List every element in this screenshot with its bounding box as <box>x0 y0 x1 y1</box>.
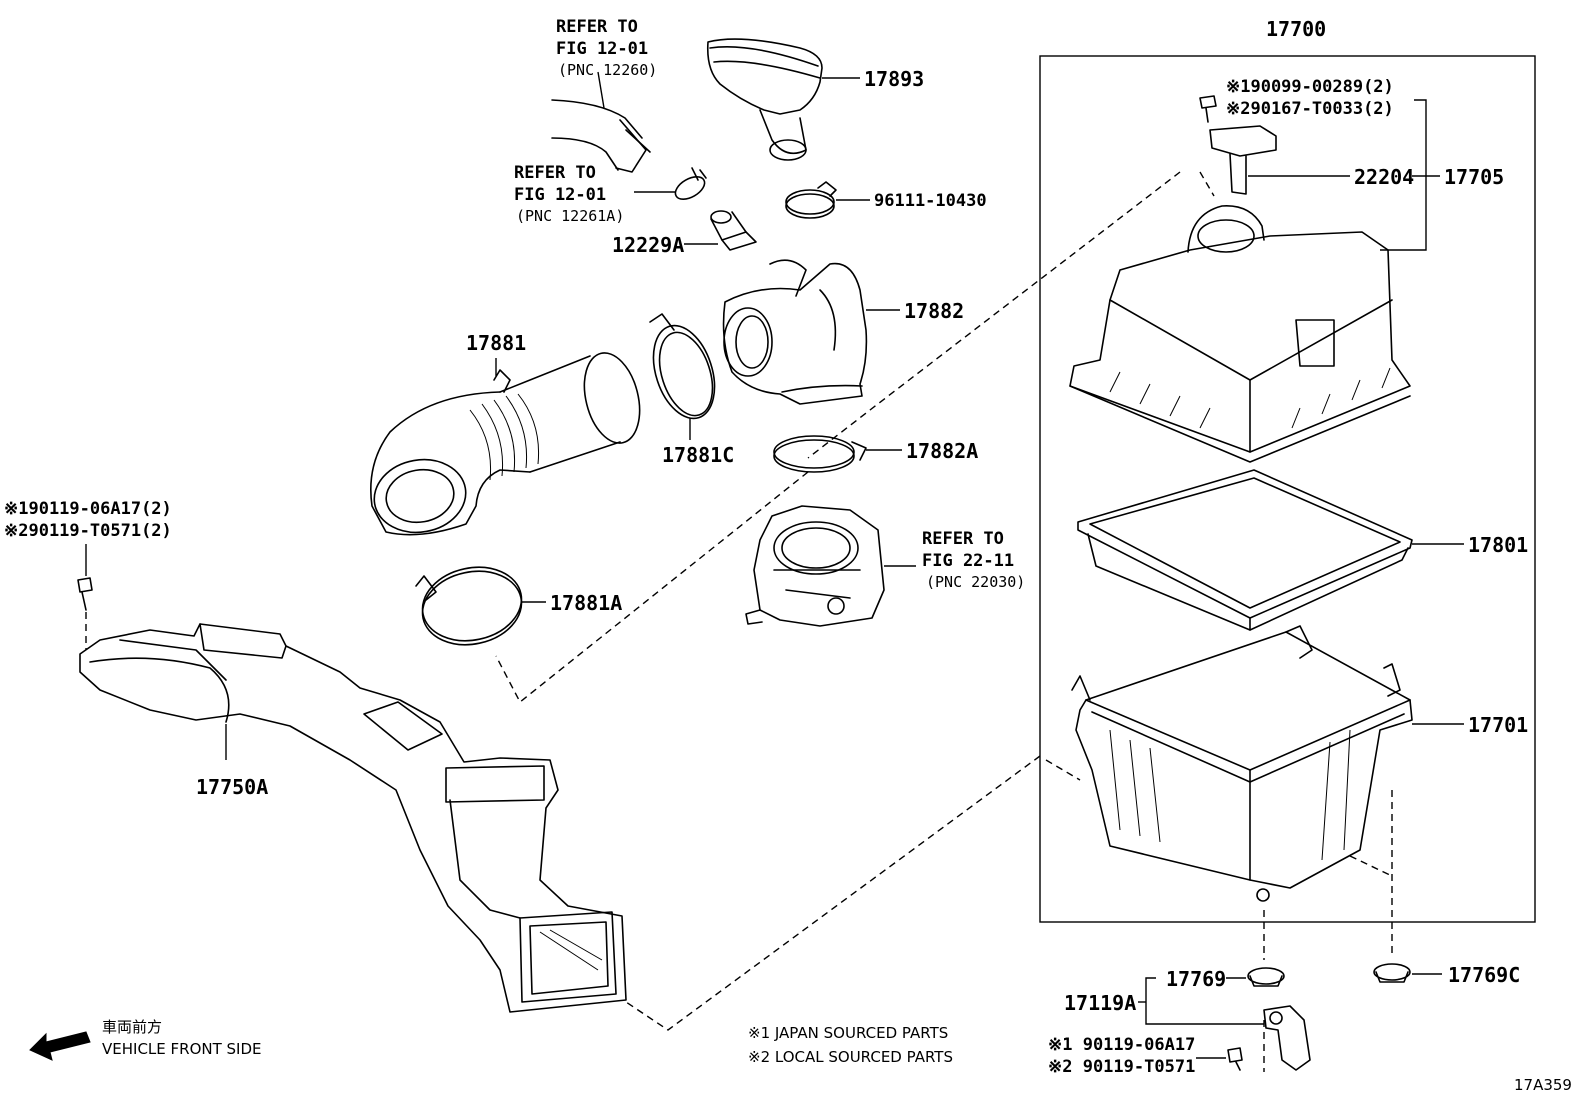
label-17705: 17705 <box>1444 165 1504 189</box>
label-12229A: 12229A <box>612 233 684 257</box>
ref2-line1: REFER TO <box>514 163 596 183</box>
dash-line-2 <box>807 171 1181 459</box>
label-17882A: 17882A <box>906 439 978 463</box>
label-17881C: 17881C <box>662 443 734 467</box>
part-17881C-clamp <box>649 313 716 420</box>
part-12229A-connector <box>710 210 757 251</box>
part-17705-upper-cover <box>1069 205 1411 463</box>
label-17750A: 17750A <box>196 775 268 799</box>
dash-line-8 <box>1349 855 1393 877</box>
part-17881A-clamp <box>415 566 523 646</box>
fastener-top-1: ※190099-00289(2) <box>1226 77 1394 97</box>
direction-en: VEHICLE FRONT SIDE <box>102 1040 262 1058</box>
label-17882: 17882 <box>904 299 964 323</box>
part-96111-clamp <box>785 181 837 219</box>
part-17701-lower-case <box>1071 625 1413 902</box>
label-17881: 17881 <box>466 331 526 355</box>
ref2-line3: (PNC 12261A) <box>516 207 624 225</box>
diagram-code: 17A359 <box>1514 1076 1572 1094</box>
part-17119A-bracket <box>1263 1005 1311 1071</box>
fastener-left-2: ※290119-T0571(2) <box>4 521 172 541</box>
label-17769C: 17769C <box>1448 963 1520 987</box>
bolt-left <box>77 577 93 611</box>
part-17881-intake-hose <box>370 352 641 536</box>
ref3-line1: REFER TO <box>922 529 1004 549</box>
part-17801-filter-element <box>1077 469 1413 631</box>
label-17701: 17701 <box>1468 713 1528 737</box>
label-17881A: 17881A <box>550 591 622 615</box>
ref1-line1: REFER TO <box>556 17 638 37</box>
fastener-bottom-2: ※2 90119-T0571 <box>1048 1057 1195 1077</box>
bolt-bottom <box>1227 1047 1243 1071</box>
assembly-box-17700 <box>1039 55 1536 923</box>
screw-top <box>1199 95 1217 123</box>
ref3-line2: FIG 22-11 <box>922 551 1014 571</box>
part-17882A-clamp <box>773 435 867 473</box>
dash-line-4 <box>625 755 1041 1031</box>
ref1-line2: FIG 12-01 <box>556 39 648 59</box>
label-17801: 17801 <box>1468 533 1528 557</box>
throttle-body <box>745 505 885 627</box>
label-17769: 17769 <box>1166 967 1226 991</box>
label-17119A: 17119A <box>1064 991 1136 1015</box>
label-22204: 22204 <box>1354 165 1414 189</box>
part-22204-airflow-sensor <box>1209 125 1277 195</box>
part-17882-inlet-connector <box>722 259 868 405</box>
legend-local: ※2 LOCAL SOURCED PARTS <box>748 1048 953 1066</box>
hose-clip <box>674 167 707 200</box>
dash-line-3 <box>495 471 809 704</box>
ref2-line2: FIG 12-01 <box>514 185 606 205</box>
ref1-line3: (PNC 12260) <box>558 61 657 79</box>
dash-line-5 <box>1045 759 1081 781</box>
fastener-top-2: ※290167-T0033(2) <box>1226 99 1394 119</box>
ref3-line3: (PNC 22030) <box>926 573 1025 591</box>
part-17769-grommet <box>1247 967 1285 987</box>
front-arrow-icon <box>29 1031 91 1061</box>
label-17700: 17700 <box>1266 17 1326 41</box>
direction-jp: 車両前方 <box>102 1018 162 1036</box>
part-17750A-air-duct <box>79 623 627 1013</box>
label-96111-10430: 96111-10430 <box>874 191 987 211</box>
fastener-bottom-1: ※1 90119-06A17 <box>1048 1035 1195 1055</box>
dash-line-1 <box>1199 171 1215 197</box>
breather-hose <box>551 99 651 173</box>
label-17893: 17893 <box>864 67 924 91</box>
part-17769C-grommet <box>1373 963 1411 983</box>
legend-japan: ※1 JAPAN SOURCED PARTS <box>748 1024 948 1042</box>
part-17893-resonator <box>706 38 823 161</box>
fastener-left-1: ※190119-06A17(2) <box>4 499 172 519</box>
